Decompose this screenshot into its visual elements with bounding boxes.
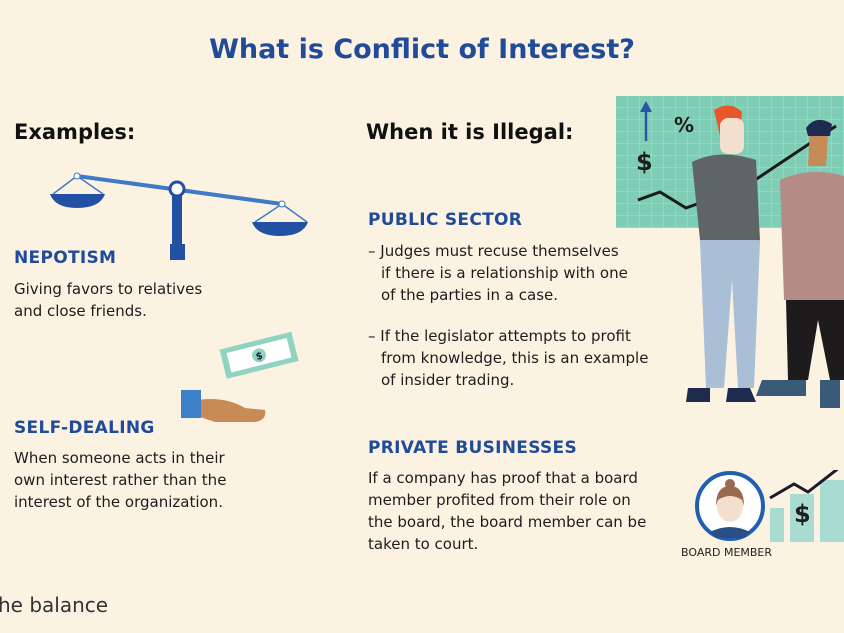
board-member-illustration bbox=[695, 470, 844, 542]
text-line: and close friends. bbox=[14, 302, 147, 320]
percent-symbol: % bbox=[674, 113, 695, 137]
brand-logo: he balance bbox=[0, 593, 109, 617]
text-line: own interest rather than the bbox=[14, 471, 227, 489]
private-businesses-title: PRIVATE BUSINESSES bbox=[368, 438, 577, 458]
text-line: of insider trading. bbox=[381, 371, 515, 389]
illegal-heading: When it is Illegal: bbox=[366, 120, 574, 144]
public-bullet-2: – If the legislator attempts to profit f… bbox=[368, 325, 648, 391]
public-bullet-1: – Judges must recuse themselves if there… bbox=[368, 240, 628, 306]
text-line: – Judges must recuse themselves bbox=[368, 242, 619, 260]
money-hand-icon: $ bbox=[181, 331, 299, 422]
nepotism-description: Giving favors to relatives and close fri… bbox=[14, 278, 202, 322]
text-line: of the parties in a case. bbox=[381, 286, 559, 304]
public-sector-title: PUBLIC SECTOR bbox=[368, 210, 523, 230]
growth-dollar-symbol: $ bbox=[794, 500, 811, 528]
text-line: the board, the board member can be bbox=[368, 513, 647, 531]
text-line: from knowledge, this is an example bbox=[381, 349, 649, 367]
examples-heading: Examples: bbox=[14, 120, 136, 144]
two-men-illustration bbox=[686, 105, 844, 408]
text-line: member profited from their role on bbox=[368, 491, 631, 509]
private-businesses-description: If a company has proof that a board memb… bbox=[368, 467, 646, 555]
text-line: If a company has proof that a board bbox=[368, 469, 638, 487]
board-member-label: BOARD MEMBER bbox=[681, 546, 773, 559]
page-title: What is Conflict of Interest? bbox=[209, 34, 635, 65]
text-line: interest of the organization. bbox=[14, 493, 223, 511]
text-line: When someone acts in their bbox=[14, 449, 225, 467]
svg-text:$: $ bbox=[255, 351, 264, 363]
nepotism-title: NEPOTISM bbox=[14, 248, 117, 268]
text-line: if there is a relationship with one bbox=[381, 264, 628, 282]
text-line: taken to court. bbox=[368, 535, 479, 553]
self-dealing-title: SELF-DEALING bbox=[14, 418, 155, 438]
dollar-symbol: $ bbox=[636, 148, 653, 176]
text-line: Giving favors to relatives bbox=[14, 280, 203, 298]
text-line: – If the legislator attempts to profit bbox=[368, 327, 631, 345]
self-dealing-description: When someone acts in their own interest … bbox=[14, 447, 226, 513]
scale-icon bbox=[50, 172, 308, 260]
